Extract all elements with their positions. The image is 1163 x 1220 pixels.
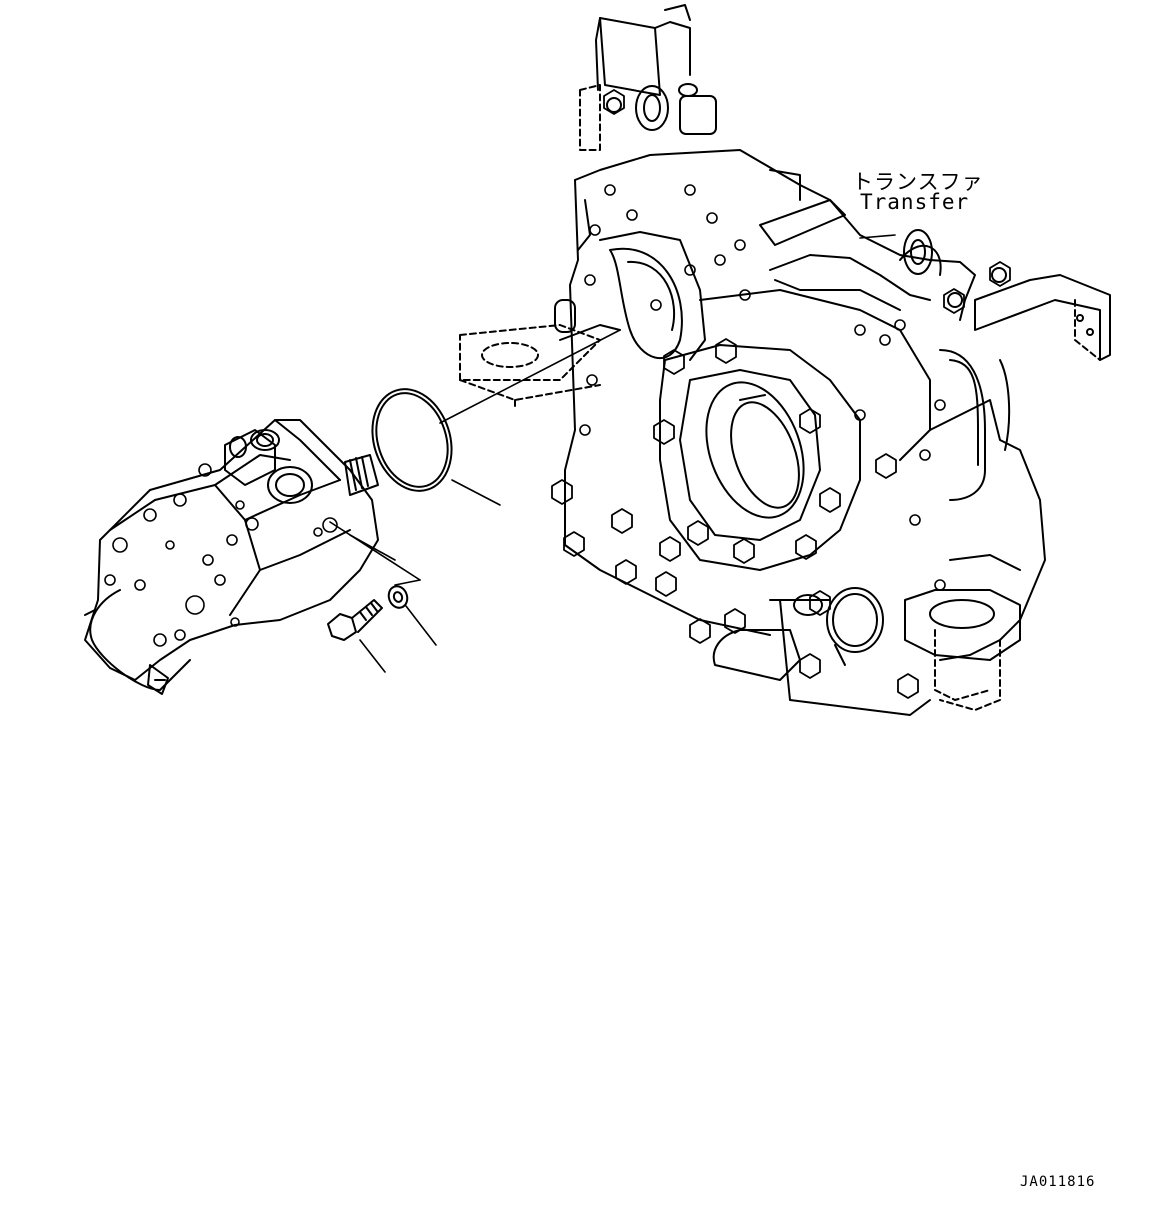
o-ring [360, 379, 464, 501]
transfer-housing [460, 5, 1110, 715]
washer [386, 584, 410, 611]
mount-bracket-right [948, 268, 1110, 360]
transfer-label-jp: トランスファ [852, 170, 984, 194]
boss [555, 300, 575, 332]
flange-plate [660, 345, 860, 570]
hydraulic-motor [85, 420, 378, 694]
figure-id: JA011816 [1020, 1174, 1096, 1190]
piping [940, 350, 1009, 500]
housing-lower-right [780, 400, 1045, 715]
bolt [328, 600, 382, 640]
transfer-label-en: Transfer [860, 190, 970, 214]
mount-bracket-left [460, 325, 600, 410]
housing-bolts [552, 90, 1010, 698]
top-bracket [580, 5, 716, 150]
oil-cap [714, 588, 883, 680]
leader-lines [330, 235, 895, 672]
housing-holes [580, 185, 945, 590]
